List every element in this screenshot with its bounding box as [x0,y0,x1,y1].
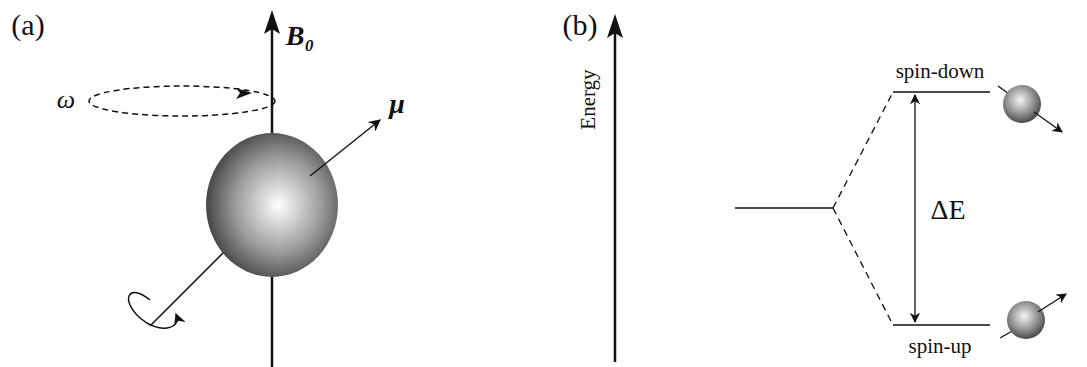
precession-arrowhead [236,88,252,99]
split-line [833,208,893,325]
precession-path [89,86,275,116]
gap-label: ΔE [930,195,965,226]
spin-vector [1034,112,1062,132]
nucleus-sphere [206,133,338,277]
gap-arrow [914,95,915,322]
frequency-label: ω [57,86,75,115]
level-label: spin-down [896,60,985,83]
field-arrowhead [264,10,280,34]
spin-vector [1038,294,1066,312]
spin-up-sphere [1007,301,1045,339]
spin-down-sphere [1003,85,1041,123]
energy-arrowhead [607,14,623,38]
moment-vector [310,120,380,176]
level-label: spin-up [909,335,972,358]
field-label: B₀ [286,21,314,52]
upper-level [893,91,990,93]
panel-label: (a) [11,8,44,41]
panel-label: (b) [563,8,598,41]
spin-rotation-arrow [129,293,177,329]
lower-level [893,324,990,326]
moment-label: μ [389,89,405,120]
split-line [833,92,893,208]
degenerate-level [735,207,833,209]
energy-axis [614,30,617,362]
axis-label: Energy [576,70,599,130]
spin-axis [150,244,232,326]
